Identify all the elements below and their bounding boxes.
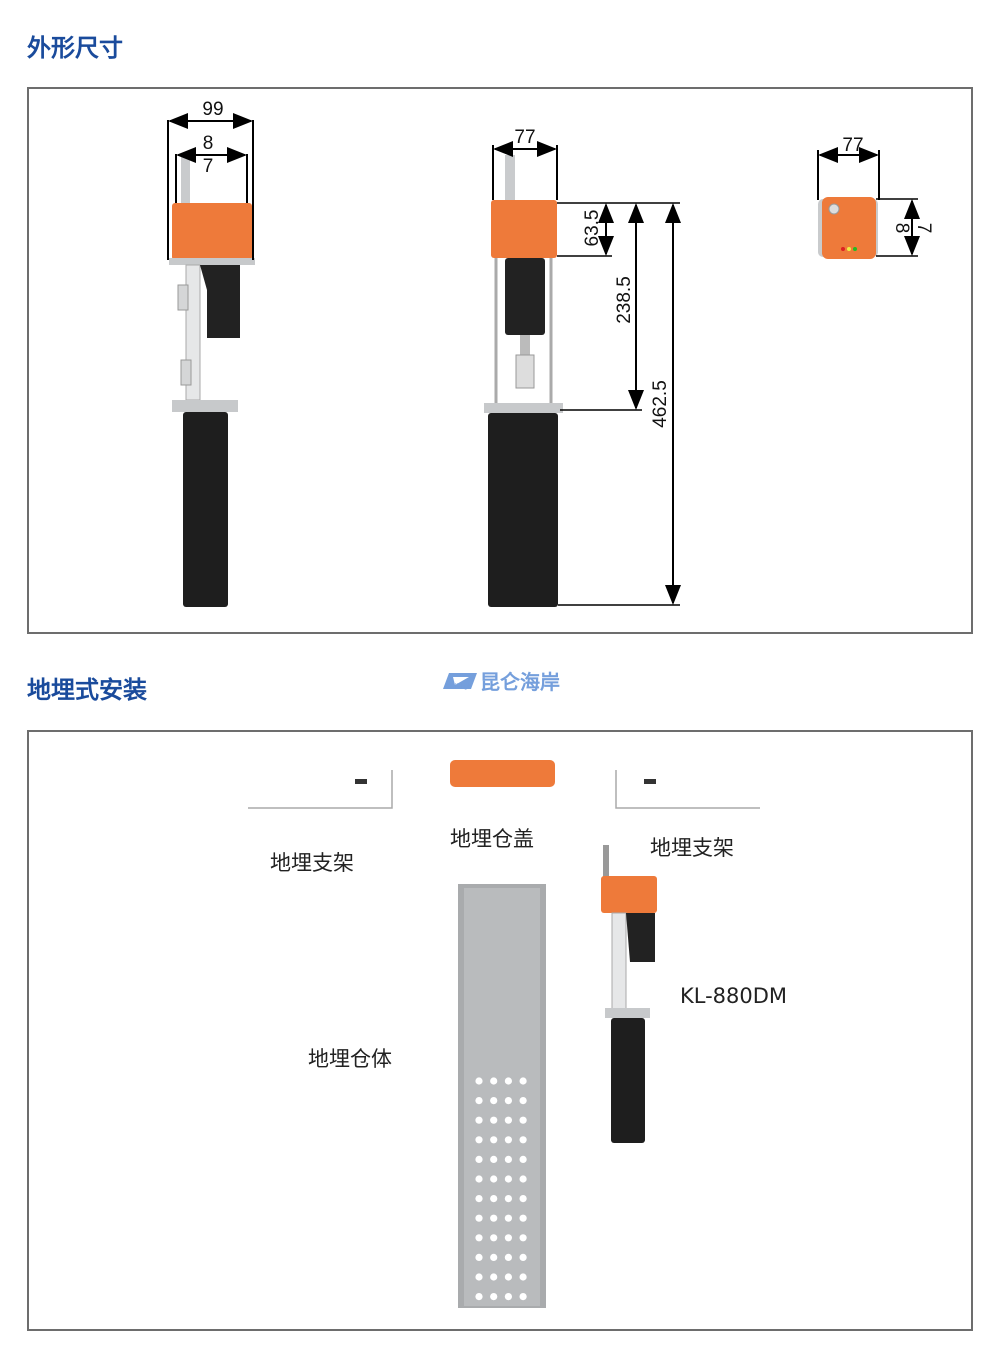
dim-side-width-inner-a: 8: [203, 133, 214, 154]
dim-front-h3: 462.5: [650, 380, 671, 428]
dim-top-depth-a: 8: [891, 223, 912, 234]
dim-top-width: 77: [842, 135, 863, 156]
installation-panel: [27, 730, 973, 1331]
top-view-device: [818, 197, 878, 259]
label-model: KL-880DM: [680, 984, 788, 1008]
dim-side-width-outer: 99: [202, 99, 223, 120]
label-bracket-left: 地埋支架: [270, 851, 354, 875]
front-view-device: [484, 155, 563, 607]
label-body: 地埋仓体: [308, 1047, 392, 1071]
dimension-drawing: 99 8 7 77 63.5 238.5 462.5 77 8 7: [167, 99, 934, 607]
dim-side-width-inner-b: 7: [203, 156, 214, 177]
dimensions-panel: [27, 87, 973, 634]
logo-text: 昆仑海岸: [480, 670, 560, 694]
logo-mark-icon: [443, 672, 477, 689]
dim-front-h1: 63.5: [582, 210, 603, 247]
label-bracket-right: 地埋支架: [650, 836, 734, 860]
brand-logo: 昆仑海岸 ColliHigh: [443, 666, 560, 695]
dim-front-h2: 238.5: [614, 276, 635, 324]
dim-front-width: 77: [514, 127, 535, 148]
section-title-installation: 地埋式安装: [27, 676, 147, 704]
logo-text-en: ColliHigh: [445, 683, 472, 690]
section-title-dimensions: 外形尺寸: [27, 34, 123, 62]
label-lid: 地埋仓盖: [450, 827, 534, 851]
dim-top-depth-b: 7: [913, 223, 934, 234]
side-view-device: [169, 155, 255, 607]
